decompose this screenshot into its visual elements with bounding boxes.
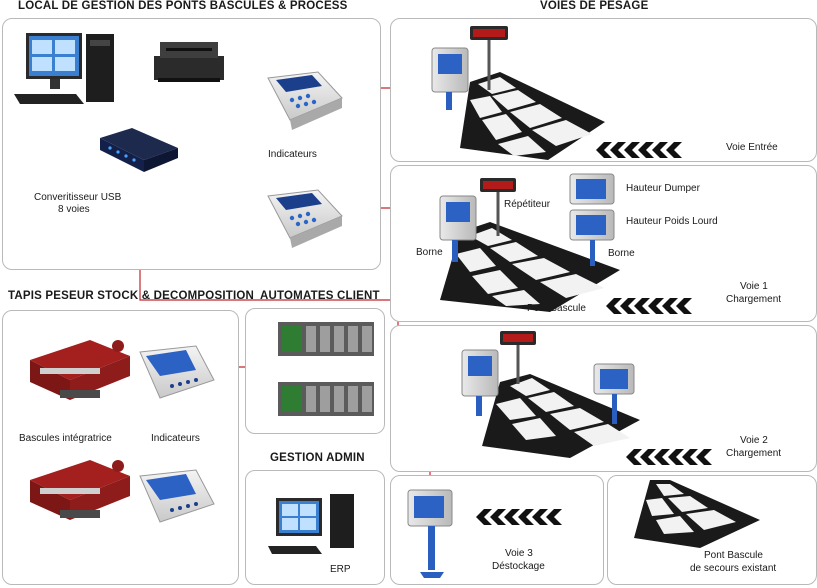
- label-voie-entree: Voie Entrée: [726, 142, 778, 153]
- label-pont-bascule: Pont Bascule: [527, 303, 586, 314]
- label-borne-right: Borne: [608, 248, 635, 259]
- terminal-kiosk-icon: [439, 195, 477, 262]
- indicator-icon: [267, 189, 343, 248]
- chevron-arrows-icon: [606, 298, 692, 314]
- belt-scale-icon: [30, 340, 130, 400]
- label-bascules-integratrice: Bascules intégratrice: [19, 433, 112, 444]
- label-hauteur-dumper: Hauteur Dumper: [626, 183, 700, 194]
- label-voie3-1: Voie 3: [505, 548, 533, 559]
- printer-icon: [154, 42, 224, 82]
- terminal-kiosk-icon: [569, 173, 615, 266]
- label-voie1-1: Voie 1: [740, 281, 768, 292]
- voie-2-panel: [390, 325, 817, 472]
- weighbridge-icon: [634, 480, 760, 548]
- terminal-kiosk-icon: [461, 349, 499, 416]
- belt-scale-icon: [30, 460, 130, 520]
- weighbridge-icon: [482, 374, 640, 458]
- label-indicateurs-local: Indicateurs: [268, 149, 317, 160]
- label-voie2-2: Chargement: [726, 448, 782, 459]
- plc-icon: [278, 322, 374, 356]
- label-hauteur-poids-lourd: Hauteur Poids Lourd: [626, 216, 718, 227]
- chevron-arrows-icon: [476, 509, 562, 525]
- label-voie1-2: Chargement: [726, 294, 782, 305]
- computer-icon: [268, 494, 354, 554]
- label-indicateurs-tapis: Indicateurs: [151, 433, 200, 444]
- indicator-icon: [139, 469, 215, 523]
- label-repetiteur: Répétiteur: [504, 199, 551, 210]
- label-voie3-2: Déstockage: [492, 561, 545, 572]
- terminal-kiosk-icon: [407, 489, 453, 578]
- weighbridge-icon: [460, 72, 605, 160]
- section-title-tapis: TAPIS PESEUR STOCK & DECOMPOSITION: [8, 290, 254, 302]
- repeater-display-icon: [470, 26, 508, 90]
- usb-converter-icon: [100, 128, 178, 172]
- repeater-display-icon: [480, 178, 516, 236]
- indicator-icon: [267, 71, 343, 130]
- chevron-arrows-icon: [596, 142, 682, 158]
- section-title-voies: VOIES DE PESAGE: [540, 0, 649, 12]
- label-convertisseur-2: 8 voies: [58, 204, 90, 215]
- section-title-admin: GESTION ADMIN: [270, 452, 365, 464]
- terminal-kiosk-icon: [431, 47, 469, 110]
- section-title-local: LOCAL DE GESTION DES PONTS BASCULES & PR…: [18, 0, 348, 12]
- repeater-display-icon: [500, 331, 536, 384]
- label-voie2-1: Voie 2: [740, 435, 768, 446]
- chevron-arrows-icon: [626, 449, 712, 465]
- label-pont-secours-1: Pont Bascule: [704, 550, 763, 561]
- label-convertisseur-1: Converitisseur USB: [34, 192, 122, 203]
- indicator-icon: [139, 345, 215, 399]
- computer-icon: [14, 33, 114, 104]
- section-title-automates: AUTOMATES CLIENT: [260, 290, 380, 302]
- weighbridge-icon: [440, 222, 620, 312]
- label-erp: ERP: [330, 564, 351, 575]
- label-borne-left: Borne: [416, 247, 443, 258]
- plc-icon: [278, 382, 374, 416]
- label-pont-secours-2: de secours existant: [690, 563, 777, 574]
- terminal-kiosk-icon: [593, 363, 635, 424]
